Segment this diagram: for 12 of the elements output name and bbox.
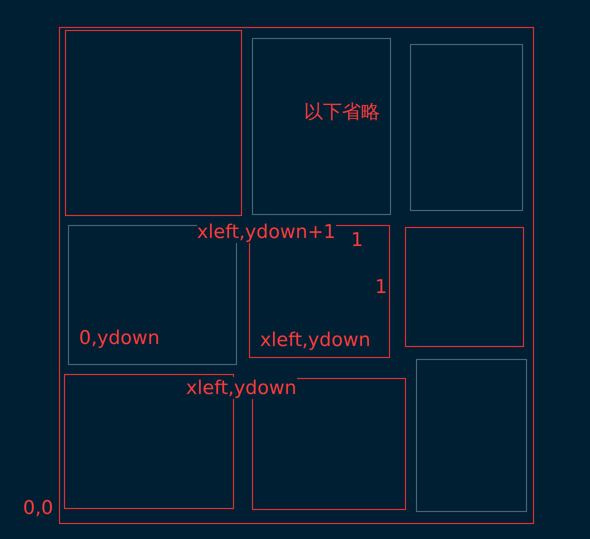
- coordinate-label: 0,ydown: [79, 327, 160, 349]
- region-rectangle: [416, 359, 527, 512]
- coordinate-label: xleft,ydown+1: [197, 221, 336, 243]
- coordinate-label: xleft,ydown: [260, 329, 371, 351]
- coordinate-label: xleft,ydown: [186, 377, 297, 399]
- region-rectangle: [65, 30, 242, 216]
- coordinate-label: 以下省略: [304, 101, 380, 123]
- region-rectangle: [410, 44, 523, 211]
- region-rectangle: [252, 38, 391, 215]
- coordinate-label: 0,0: [23, 497, 54, 519]
- region-rectangle: [405, 227, 524, 347]
- outer-frame: [59, 27, 534, 524]
